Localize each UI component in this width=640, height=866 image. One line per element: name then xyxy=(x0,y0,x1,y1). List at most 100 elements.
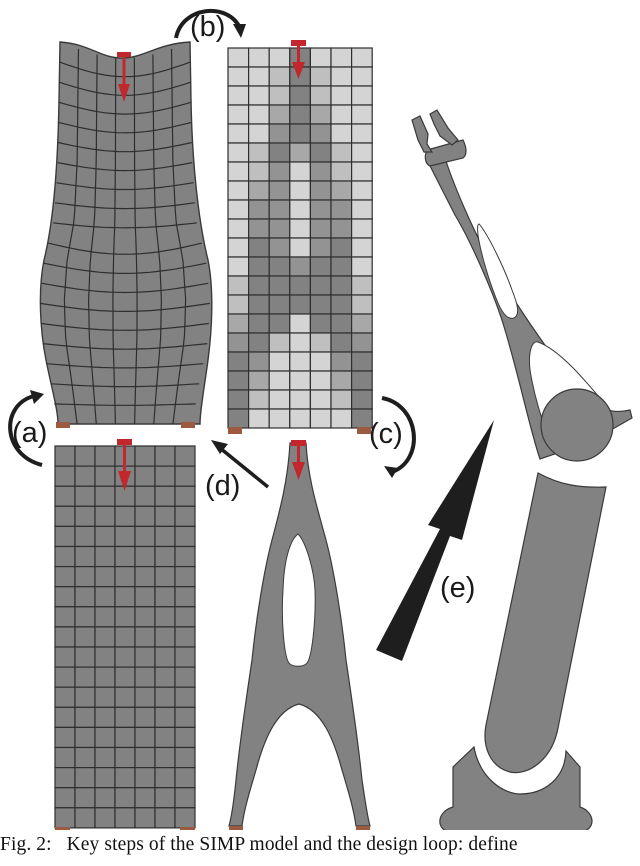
density-cell xyxy=(330,389,353,410)
mesh-cell xyxy=(54,606,76,628)
mesh-cell xyxy=(74,666,96,688)
mesh-cell xyxy=(114,565,136,588)
robot-base xyxy=(439,745,593,830)
mesh-cell xyxy=(54,465,76,487)
mesh-cell xyxy=(94,807,116,829)
density-cell xyxy=(289,85,311,106)
density-cell xyxy=(351,351,373,372)
mesh-cell xyxy=(74,787,96,809)
density-cell xyxy=(227,389,250,410)
density-cell xyxy=(268,199,291,220)
density-cell xyxy=(248,313,270,334)
mesh-cell xyxy=(114,746,136,769)
mesh-cell xyxy=(74,626,96,648)
mesh-cell xyxy=(174,686,196,708)
density-cell xyxy=(351,332,373,353)
mesh-cell xyxy=(54,525,76,548)
support-left xyxy=(229,826,243,830)
density-cell xyxy=(248,123,270,144)
deformed-mesh-line xyxy=(87,54,98,425)
label-d: (d) xyxy=(205,470,240,502)
density-cell xyxy=(330,370,353,391)
mesh-cell xyxy=(154,666,176,688)
deformed-mesh-line xyxy=(54,403,196,406)
deformed-mesh-line xyxy=(57,162,193,172)
density-cell xyxy=(268,218,291,239)
deformed-mesh-line xyxy=(58,101,192,115)
step-b-arrow: (b) xyxy=(174,8,246,43)
support-left xyxy=(228,427,242,434)
mesh-cell xyxy=(114,686,136,708)
density-cell xyxy=(351,256,373,277)
density-cell xyxy=(248,218,270,239)
mesh-cell xyxy=(174,646,196,668)
deformed-mesh-line xyxy=(41,282,209,294)
density-cell xyxy=(351,161,373,182)
mesh-cell xyxy=(74,505,96,527)
density-cell xyxy=(268,332,291,353)
density-cell xyxy=(227,123,250,144)
density-cell xyxy=(289,180,311,201)
density-cell xyxy=(289,370,311,391)
density-cell xyxy=(309,123,332,144)
density-cell xyxy=(248,351,270,372)
robot-link-hole-upper xyxy=(477,223,519,319)
mesh-cell xyxy=(134,465,156,487)
density-cell xyxy=(289,142,311,163)
density-cell xyxy=(268,161,291,182)
mesh-cell xyxy=(94,465,116,487)
mesh-cell xyxy=(54,646,76,668)
density-cell xyxy=(330,180,353,201)
mesh-cell xyxy=(134,545,156,568)
density-cell xyxy=(268,85,291,106)
density-cell xyxy=(309,332,332,353)
density-cell xyxy=(309,294,332,315)
density-cell xyxy=(330,332,353,353)
mesh-cell xyxy=(134,706,156,728)
mesh-cell xyxy=(74,545,96,568)
density-cell xyxy=(268,294,291,315)
density-cell xyxy=(330,85,353,106)
density-cell xyxy=(309,142,332,163)
label-a: (a) xyxy=(12,417,47,449)
caption-text: Key steps of the SIMP model and the desi… xyxy=(66,834,518,855)
density-cell xyxy=(248,142,270,163)
mesh-cell xyxy=(134,746,156,769)
density-cell xyxy=(248,180,270,201)
mesh-cell xyxy=(94,545,116,568)
mesh-cell xyxy=(154,505,176,527)
density-cell xyxy=(330,256,353,277)
mesh-cell xyxy=(134,606,156,628)
mesh-cell xyxy=(154,766,176,789)
mesh-cell xyxy=(154,626,176,648)
density-cell xyxy=(330,142,353,163)
density-cell xyxy=(268,104,291,125)
density-cell xyxy=(330,199,353,220)
mesh-cell xyxy=(114,525,136,548)
step-d-arrow: (d) xyxy=(205,440,270,502)
density-cell xyxy=(268,237,291,258)
mesh-cell xyxy=(154,706,176,728)
deformed-mesh-line xyxy=(133,57,138,425)
density-cell xyxy=(227,161,250,182)
mesh-cell xyxy=(94,666,116,688)
support-right xyxy=(356,826,370,830)
mesh-cell xyxy=(94,626,116,648)
density-cell xyxy=(289,161,311,182)
mesh-cell xyxy=(154,746,176,769)
robot-arm-panel xyxy=(411,109,633,830)
support-left xyxy=(56,422,70,428)
density-cell xyxy=(268,351,291,372)
density-cell xyxy=(309,351,332,372)
mesh-cell xyxy=(114,505,136,527)
load-arrow-icon xyxy=(291,440,306,480)
mesh-cell xyxy=(54,485,76,507)
density-cell xyxy=(268,66,291,87)
density-cell xyxy=(289,408,311,429)
mesh-cell xyxy=(154,485,176,507)
density-cell xyxy=(227,351,250,372)
density-cell xyxy=(227,47,250,68)
density-cell xyxy=(289,313,311,334)
mesh-cell xyxy=(94,445,116,467)
mesh-cell xyxy=(114,666,136,688)
